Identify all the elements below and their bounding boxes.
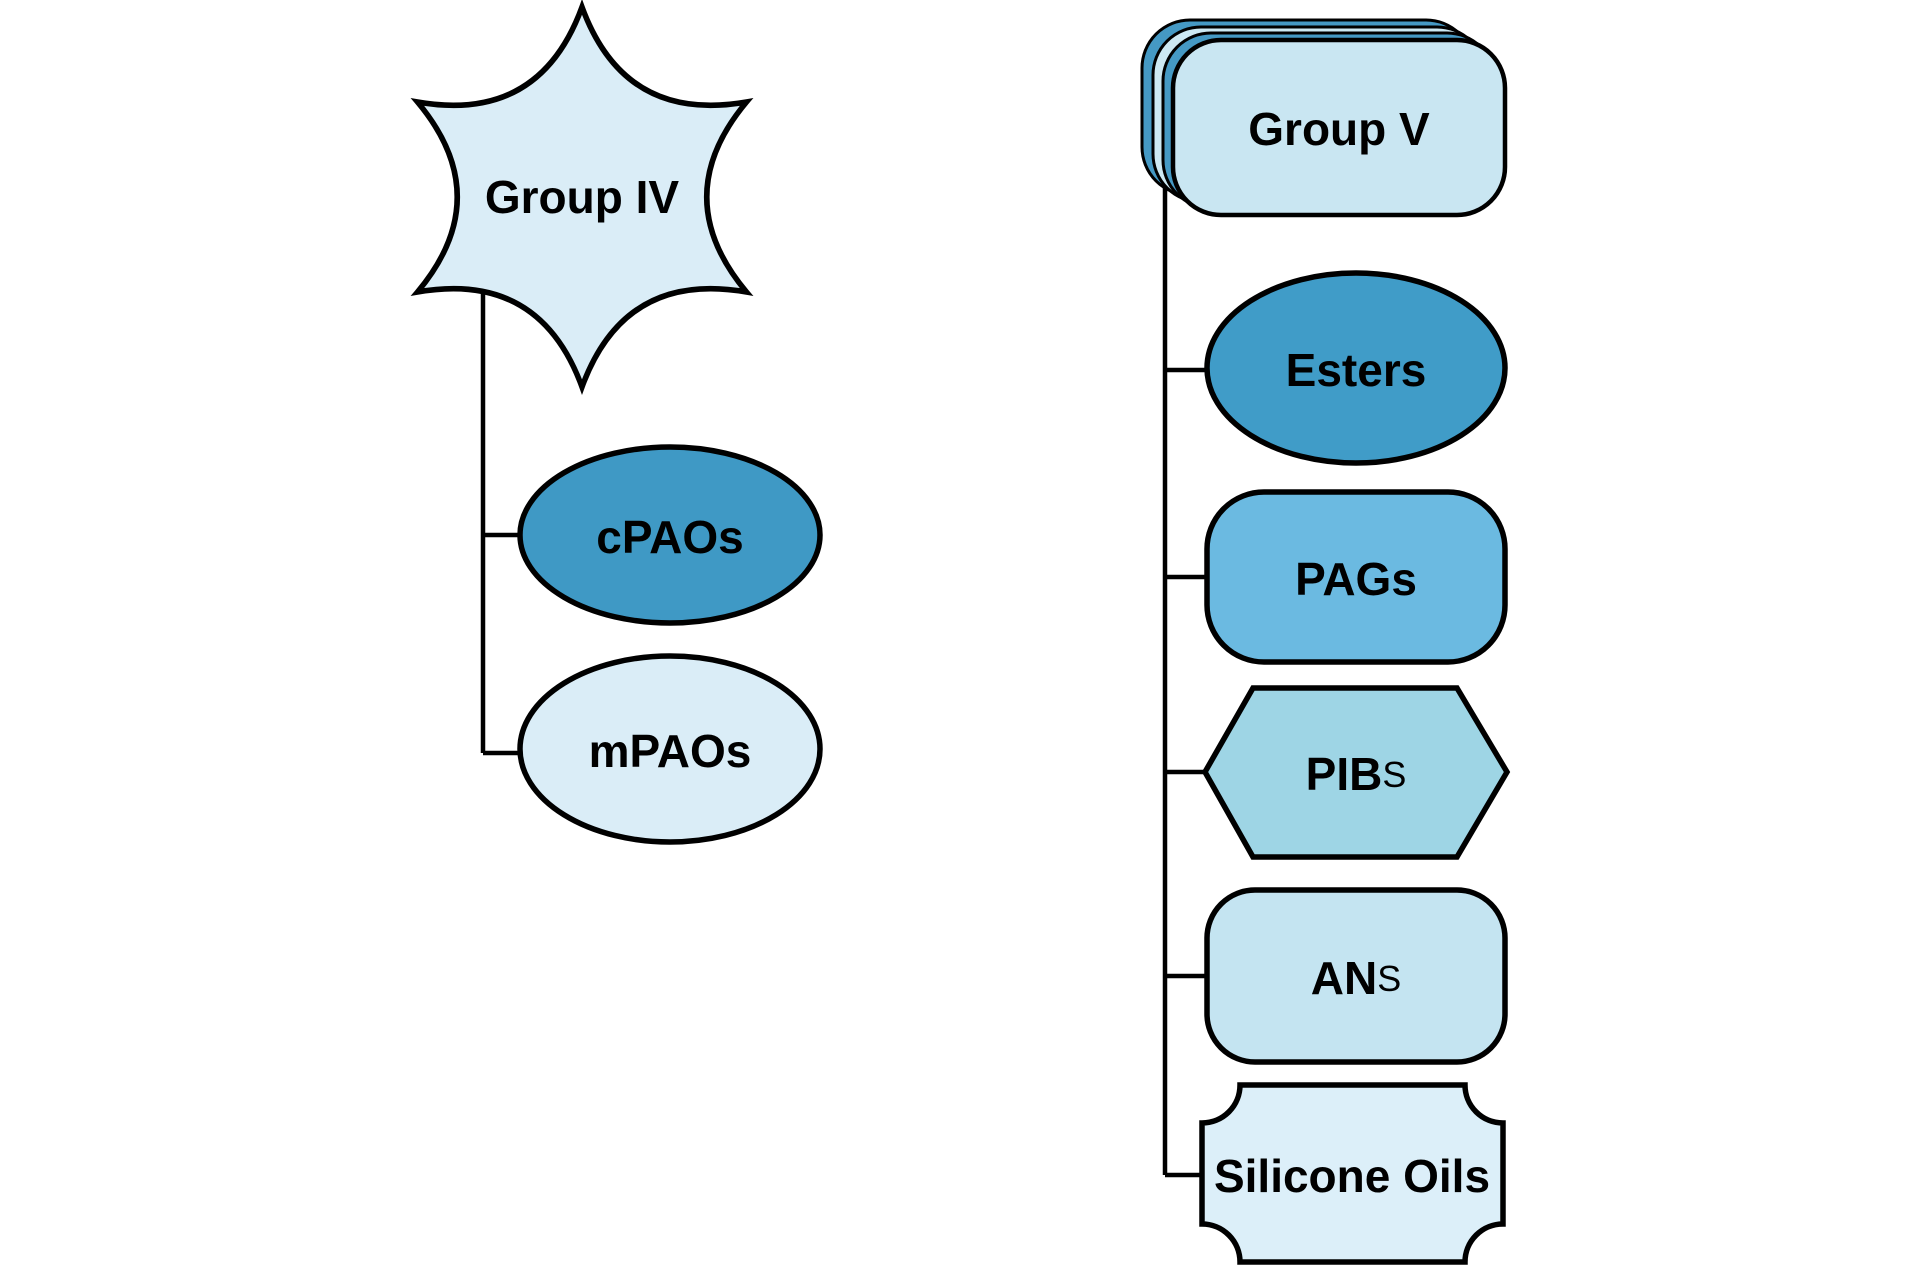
pibs-label-main: PIB — [1306, 748, 1383, 800]
right-tree-connectors — [1162, 160, 1212, 1178]
node-silicone-oils: Silicone Oils — [1199, 1082, 1506, 1265]
pags-rounded-rect-shape — [1204, 489, 1508, 665]
node-cpaos: cPAOs — [517, 444, 823, 626]
node-mpaos: mPAOs — [517, 653, 823, 845]
mpaos-ellipse-shape — [517, 653, 823, 845]
ans-label: ANs — [1311, 952, 1401, 1004]
pibs-hexagon-shape — [1201, 685, 1511, 860]
esters-ellipse-shape — [1204, 270, 1508, 466]
group-v-card-shape — [1170, 37, 1508, 218]
group-iv-label: Group IV — [485, 171, 680, 223]
group-v-label: Group V — [1248, 103, 1430, 155]
node-ans: ANs — [1204, 887, 1508, 1065]
group-iv-burst-shape — [410, 0, 754, 396]
node-pibs: PIBs — [1201, 685, 1511, 860]
silicone-oils-plaque-shape — [1199, 1082, 1506, 1265]
node-group-v: Group V — [1140, 18, 1508, 218]
cpaos-ellipse-shape — [517, 444, 823, 626]
mpaos-label: mPAOs — [589, 725, 752, 777]
ans-label-suffix: s — [1377, 958, 1401, 999]
pibs-label-suffix: s — [1382, 754, 1406, 795]
cpaos-label: cPAOs — [596, 511, 743, 563]
left-tree-connectors — [480, 250, 526, 756]
silicone-oils-label: Silicone Oils — [1214, 1150, 1490, 1202]
node-esters: Esters — [1204, 270, 1508, 466]
ans-rounded-rect-shape — [1204, 887, 1508, 1065]
esters-label: Esters — [1286, 344, 1427, 396]
ans-label-main: AN — [1311, 952, 1377, 1004]
pibs-label: PIBs — [1306, 748, 1407, 800]
node-pags: PAGs — [1204, 489, 1508, 665]
node-group-iv: Group IV — [410, 0, 754, 396]
pags-label: PAGs — [1295, 553, 1417, 605]
